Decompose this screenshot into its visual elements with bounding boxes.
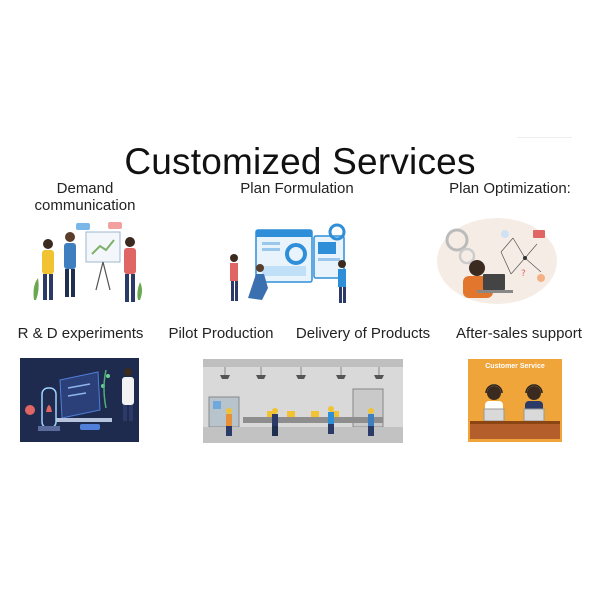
service-label-line: Demand <box>56 180 114 197</box>
service-label-after-sales: After-sales support <box>456 325 582 342</box>
service-label-pilot: Pilot Production <box>168 325 274 342</box>
optimization-network-illustration: ? <box>437 218 557 304</box>
dashboard-planning-illustration <box>222 218 357 308</box>
customer-service-sign: Customer Service <box>485 363 545 370</box>
service-label-demand: Demand communication <box>20 180 150 214</box>
service-label-line: communication <box>34 197 136 214</box>
service-label-rd: R & D experiments <box>17 325 144 342</box>
service-label-delivery: Delivery of Products <box>295 325 431 342</box>
svg-text:?: ? <box>521 269 526 279</box>
service-label-plan-optimization: Plan Optimization: <box>449 180 571 197</box>
factory-production-illustration <box>203 359 403 443</box>
service-label-plan-formulation: Plan Formulation <box>240 180 354 197</box>
lab-research-illustration <box>20 358 139 442</box>
page-title: Customized Services <box>124 141 476 182</box>
divider-line <box>517 137 572 138</box>
team-presentation-illustration <box>28 220 148 308</box>
customer-service-illustration: Customer Service <box>468 359 562 442</box>
